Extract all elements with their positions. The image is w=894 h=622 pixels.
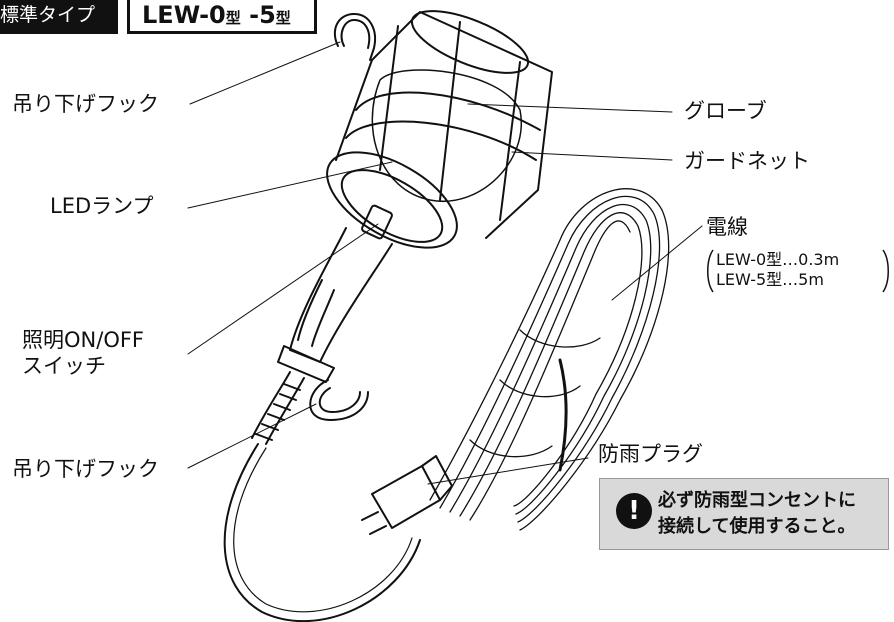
cable-shape bbox=[223, 443, 421, 622]
wire-spec-line1: LEW-0型…0.3m bbox=[716, 250, 840, 269]
type-label: 標準タイプ bbox=[0, 4, 96, 26]
notice-line2: 接続して使用すること。 bbox=[658, 516, 856, 537]
model-part2: -5 bbox=[240, 1, 276, 29]
wire-spec-line2: LEW-5型…5m bbox=[716, 270, 824, 289]
label-rain-plug: 防雨プラグ bbox=[598, 442, 703, 466]
leader-switch bbox=[187, 223, 379, 355]
model-kata1: 型 bbox=[225, 9, 241, 27]
model-part1: LEW-0 bbox=[142, 1, 226, 29]
top-hook-shape bbox=[333, 13, 376, 61]
coiled-cord-shape bbox=[429, 188, 670, 531]
leader-hook-top bbox=[189, 41, 341, 105]
guard-net-shape bbox=[371, 11, 553, 239]
model-kata2: 型 bbox=[275, 9, 291, 27]
model-number-box: LEW-0型 -5型 bbox=[127, 0, 317, 34]
label-switch-line2: スイッチ bbox=[22, 354, 106, 378]
leader-guard-net bbox=[511, 151, 673, 161]
wire-spec: LEW-0型…0.3m LEW-5型…5m bbox=[704, 248, 892, 294]
handle-shape bbox=[289, 227, 393, 363]
exclamation-icon: ! bbox=[616, 493, 652, 529]
lamp-base-shape bbox=[326, 151, 458, 249]
globe-shape bbox=[371, 69, 522, 202]
label-hook-top: 吊り下げフック bbox=[12, 92, 159, 116]
strain-relief-shape bbox=[251, 371, 291, 439]
notice-line1: 必ず防雨型コンセントに bbox=[658, 490, 856, 511]
switch-shape bbox=[361, 204, 393, 240]
label-switch-line1: 照明ON/OFF bbox=[22, 328, 145, 352]
plug-shape bbox=[371, 465, 441, 529]
label-guard-net: ガードネット bbox=[684, 149, 810, 173]
leader-wire bbox=[611, 225, 703, 301]
label-led-lamp: LEDランプ bbox=[50, 194, 154, 218]
leader-led-lamp bbox=[187, 161, 393, 209]
type-label-badge: 標準タイプ bbox=[0, 0, 118, 34]
label-wire: 電線 bbox=[706, 215, 748, 239]
wire-spec-brackets bbox=[707, 249, 889, 293]
bottom-hook-shape bbox=[309, 379, 369, 421]
leader-globe bbox=[467, 103, 673, 113]
leader-plug bbox=[427, 457, 589, 485]
label-globe: グローブ bbox=[684, 99, 767, 123]
leader-hook-bottom bbox=[187, 403, 317, 469]
notice-box: ! 必ず防雨型コンセントに 接続して使用すること。 bbox=[599, 478, 889, 550]
label-hook-bottom: 吊り下げフック bbox=[12, 457, 159, 481]
